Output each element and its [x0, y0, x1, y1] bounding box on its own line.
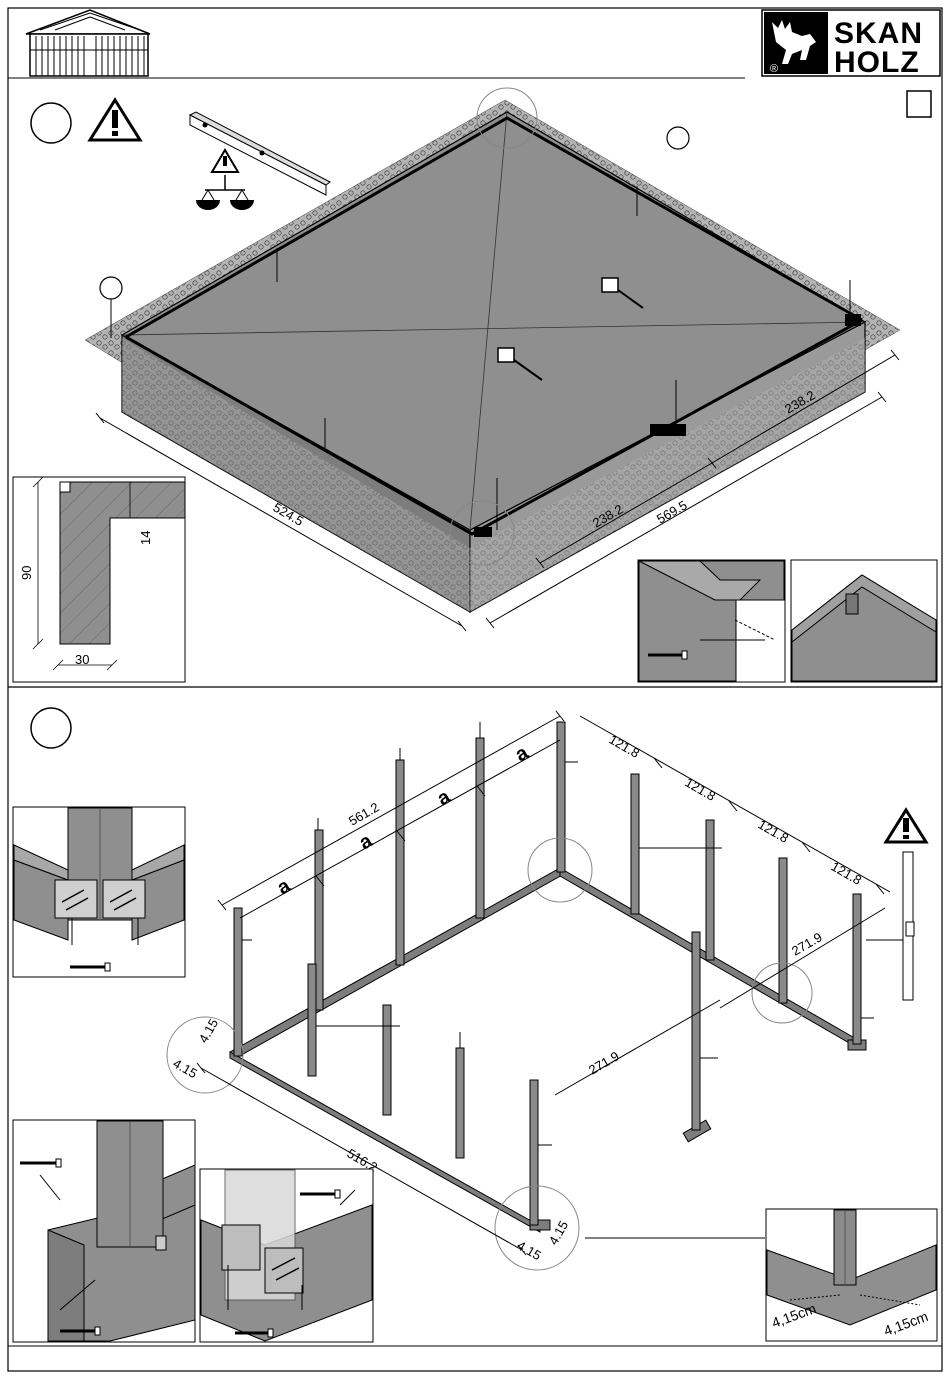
corner-joint-detail	[638, 560, 785, 682]
corner-bracket-front	[474, 527, 492, 537]
profile-height: 90	[19, 566, 34, 580]
posts	[234, 722, 861, 1225]
dim-a2: a	[356, 829, 377, 854]
spirit-level-icon	[190, 112, 330, 195]
step-marker-2	[31, 708, 71, 748]
profile-width: 30	[75, 652, 89, 667]
profile-notch: 14	[138, 531, 153, 545]
dim-a3: a	[434, 785, 455, 810]
brand-line2: HOLZ	[834, 46, 920, 79]
brand-logo: ® SKAN HOLZ	[762, 10, 940, 79]
dim-side-upper: 271.9	[789, 929, 825, 958]
corner-bracket-right	[845, 314, 861, 326]
concrete-slab	[122, 112, 865, 612]
joint-bracket-right	[650, 424, 686, 436]
dim-top-run: 561.2	[346, 799, 382, 828]
dim-side-lower: 271.9	[586, 1048, 622, 1077]
garage-icon	[26, 10, 150, 76]
dim-a1: a	[274, 874, 295, 899]
post-on-beam-detail	[13, 1120, 195, 1342]
dim-off4: 4.15	[515, 1238, 544, 1264]
dim-off1: 4.15	[196, 1016, 222, 1045]
balance-icon	[196, 175, 254, 210]
warning-icon	[90, 100, 140, 140]
offset-detail: 4,15cm 4,15cm	[766, 1209, 937, 1341]
warning-icon-2	[886, 810, 926, 842]
dim-r1: 121.8	[607, 732, 643, 761]
registered-mark: ®	[770, 63, 778, 75]
dim-r4: 121.8	[829, 859, 865, 888]
post-bracket-transparent-detail	[200, 1169, 373, 1342]
level-warning-icon	[212, 150, 238, 172]
dim-a4: a	[512, 741, 533, 766]
profile-detail-panel: 90 30 14	[13, 477, 185, 682]
bracket-detail	[13, 807, 185, 977]
dim-r3: 121.8	[756, 817, 792, 846]
dim-r2: 121.8	[683, 775, 719, 804]
corner-joint-detail-2	[791, 560, 937, 682]
post-profile	[866, 852, 914, 1000]
